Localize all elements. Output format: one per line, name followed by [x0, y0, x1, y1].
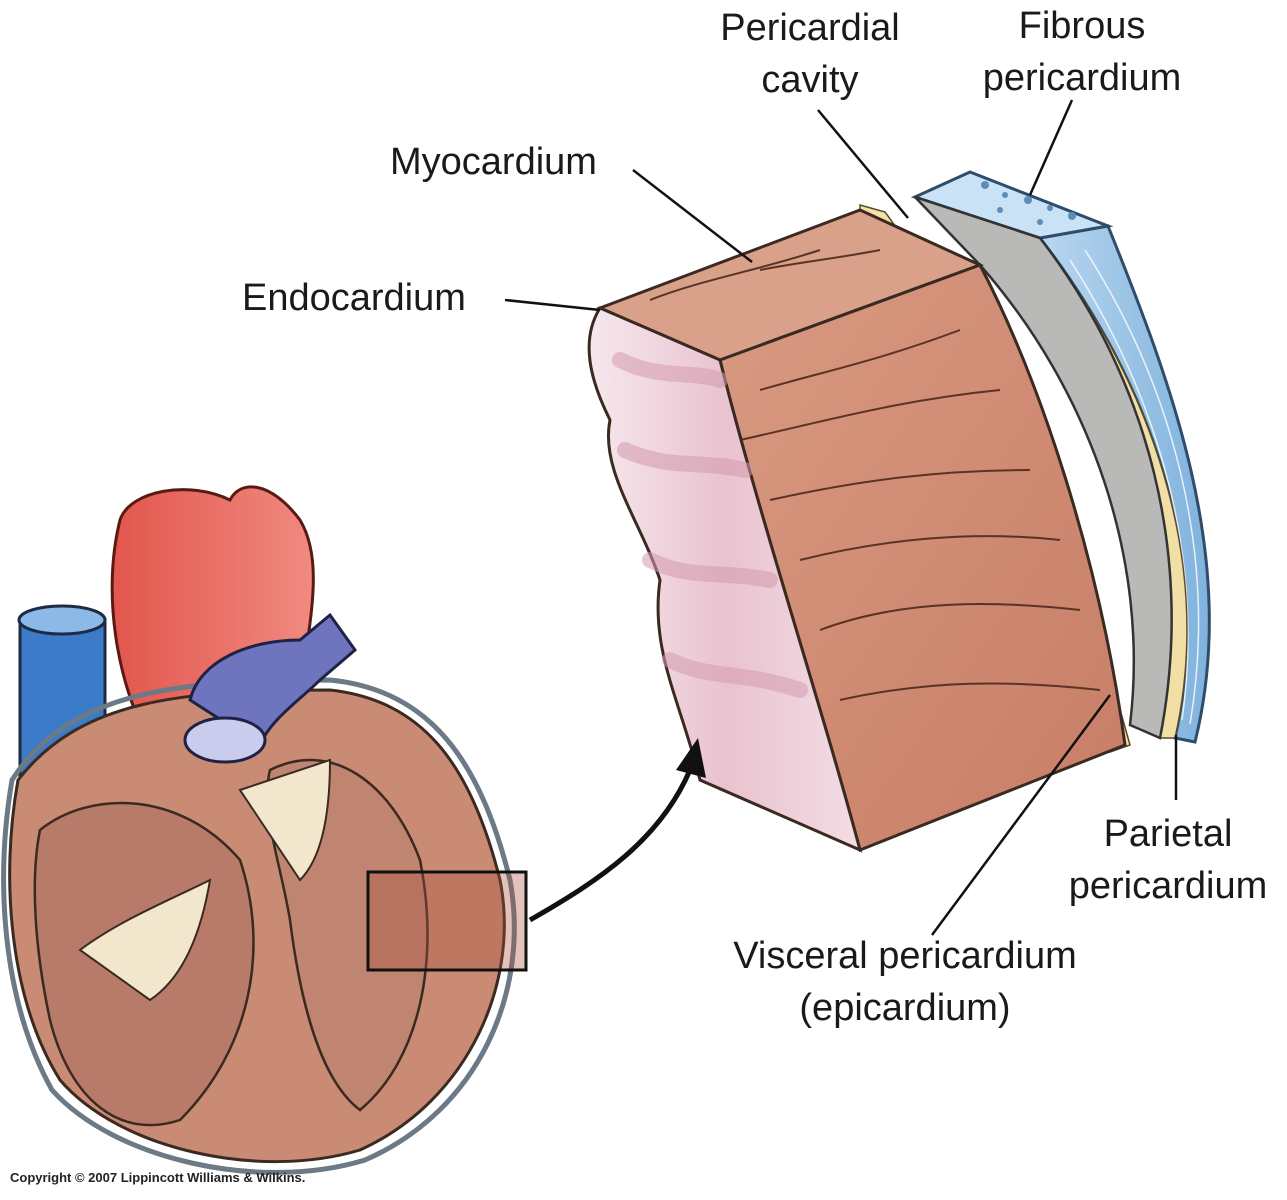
label-visceral-pericardium: Visceral pericardium (epicardium) — [733, 935, 1077, 1029]
label-endocardium: Endocardium — [242, 277, 466, 319]
label-fibrous-pericardium: Fibrous pericardium — [982, 5, 1182, 99]
pulmonary-artery — [188, 612, 358, 748]
zoom-box — [366, 870, 528, 972]
label-myocardium: Myocardium — [390, 141, 597, 183]
heart-illustration — [1, 485, 528, 1175]
zoom-arrow — [528, 769, 693, 923]
pericardial-cavity-layer — [914, 195, 1173, 740]
label-parietal-pericardium: Parietal pericardium — [1068, 813, 1268, 907]
label-pericardial-cavity: Pericardial cavity — [720, 7, 900, 101]
wall-section — [587, 170, 1211, 853]
leader-lines — [504, 99, 1178, 936]
copyright-text: Copyright © 2007 Lippincott Williams & W… — [10, 1170, 306, 1185]
